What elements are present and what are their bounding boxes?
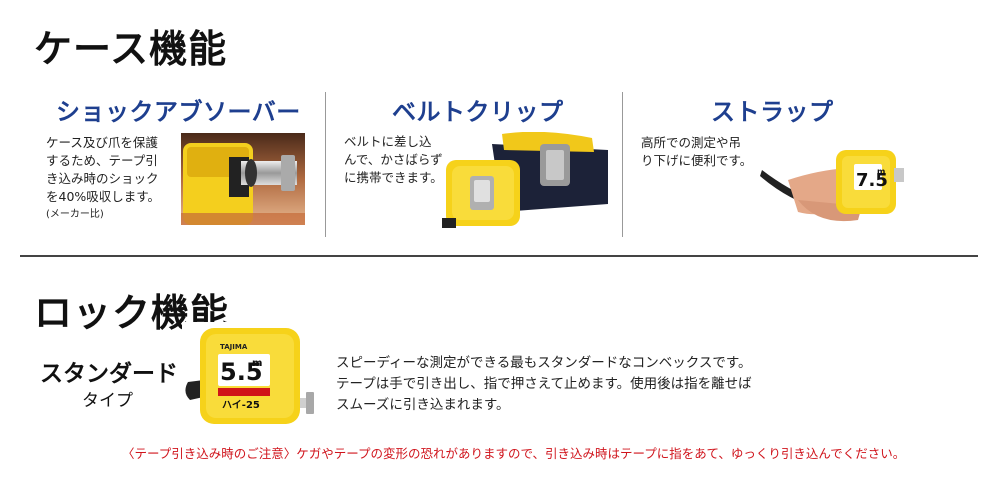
desc-line: を40%吸収します。 xyxy=(46,189,161,204)
lock-description: スピーディーな測定ができる最もスタンダードなコンベックスです。 テープは手で引き… xyxy=(336,353,752,416)
type-subtitle: タイプ xyxy=(82,391,133,411)
type-title: スタンダード xyxy=(40,361,178,387)
belt-clip-photo xyxy=(442,132,608,232)
strap-photo: 7.5 m xyxy=(758,140,904,228)
desc-line: するため、テープ引 xyxy=(46,153,158,168)
tape-model-text: ハイ-25 xyxy=(222,399,260,411)
maker-comparison-note: (メーカー比) xyxy=(46,209,104,220)
desc-line: んで、かさばらず xyxy=(344,152,443,167)
feature-title-shock-absorber: ショックアブソーバー xyxy=(56,98,301,126)
case-section-heading: ケース機能 xyxy=(34,27,228,71)
desc-line: き込み時のショック xyxy=(46,171,159,186)
feature-title-belt-clip: ベルトクリップ xyxy=(392,98,564,126)
tape-size-text: 5.5 xyxy=(220,358,263,386)
feature-desc-belt-clip: ベルトに差し込 んで、かさばらず に携帯できます。 xyxy=(344,133,443,187)
description-line: テープは手で引き出し、指で押さえて止めます。使用後は指を離せば xyxy=(336,376,752,392)
tape-brand-text: TAJIMA xyxy=(220,343,248,351)
section-divider xyxy=(20,255,978,257)
desc-line: 高所での測定や吊 xyxy=(641,135,742,150)
strap-tape-unit: m xyxy=(877,167,885,176)
divider-vertical-1 xyxy=(325,92,326,237)
description-line: スピーディーな測定ができる最もスタンダードなコンベックスです。 xyxy=(336,355,752,371)
divider-vertical-2 xyxy=(622,92,623,237)
standard-tape-measure-photo: TAJIMA 5.5 m ハイ-25 xyxy=(182,322,322,434)
shock-absorber-photo xyxy=(181,133,305,225)
desc-line: ケース及び爪を保護 xyxy=(46,135,158,150)
desc-line: ベルトに差し込 xyxy=(344,134,432,149)
feature-desc-shock-absorber: ケース及び爪を保護 するため、テープ引 き込み時のショック を40%吸収します。… xyxy=(46,134,160,224)
desc-line: に携帯できます。 xyxy=(344,170,443,185)
feature-desc-strap: 高所での測定や吊 り下げに便利です。 xyxy=(641,134,752,170)
description-line: スムーズに引き込まれます。 xyxy=(336,397,510,413)
feature-title-strap: ストラップ xyxy=(711,98,834,126)
desc-line: り下げに便利です。 xyxy=(641,153,753,168)
strap-tape-size: 7.5 xyxy=(856,170,888,191)
tape-unit-text: m xyxy=(252,358,262,369)
caution-note: 〈テープ引き込み時のご注意〉ケガやテープの変形の恐れがありますので、引き込み時は… xyxy=(122,446,906,461)
